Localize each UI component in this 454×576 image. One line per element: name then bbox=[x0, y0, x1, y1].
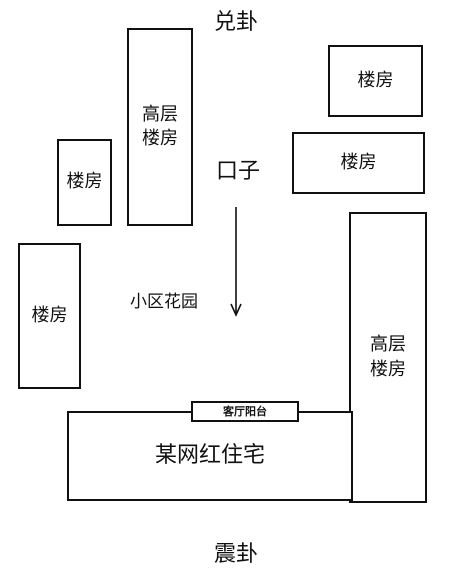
tall-building-right: 高层 楼房 bbox=[349, 212, 427, 503]
living-room-balcony: 客厅阳台 bbox=[191, 401, 299, 422]
building-mid-right: 楼房 bbox=[292, 132, 425, 194]
tall-building-left: 高层 楼房 bbox=[127, 28, 193, 226]
building-top-right: 楼房 bbox=[328, 45, 423, 117]
living-room-balcony-label: 客厅阳台 bbox=[223, 405, 267, 418]
building-top-right-label: 楼房 bbox=[357, 69, 394, 91]
main-residence-label: 某网红住宅 bbox=[154, 443, 265, 469]
bottom-direction-label: 震卦 bbox=[214, 542, 259, 567]
top-direction-label: 兑卦 bbox=[214, 10, 259, 35]
tall-building-left-label: 高层 楼房 bbox=[142, 103, 178, 149]
building-small-left: 楼房 bbox=[57, 139, 112, 226]
garden-label: 小区花园 bbox=[130, 292, 198, 312]
tall-building-right-label: 高层 楼房 bbox=[370, 334, 406, 380]
main-residence: 某网红住宅 bbox=[67, 411, 353, 501]
down-arrow-icon bbox=[230, 207, 242, 317]
building-mid-right-label: 楼房 bbox=[340, 151, 377, 173]
entrance-label: 口子 bbox=[216, 159, 261, 184]
building-left: 楼房 bbox=[18, 243, 81, 389]
building-left-label: 楼房 bbox=[31, 304, 68, 326]
building-small-left-label: 楼房 bbox=[66, 171, 103, 193]
